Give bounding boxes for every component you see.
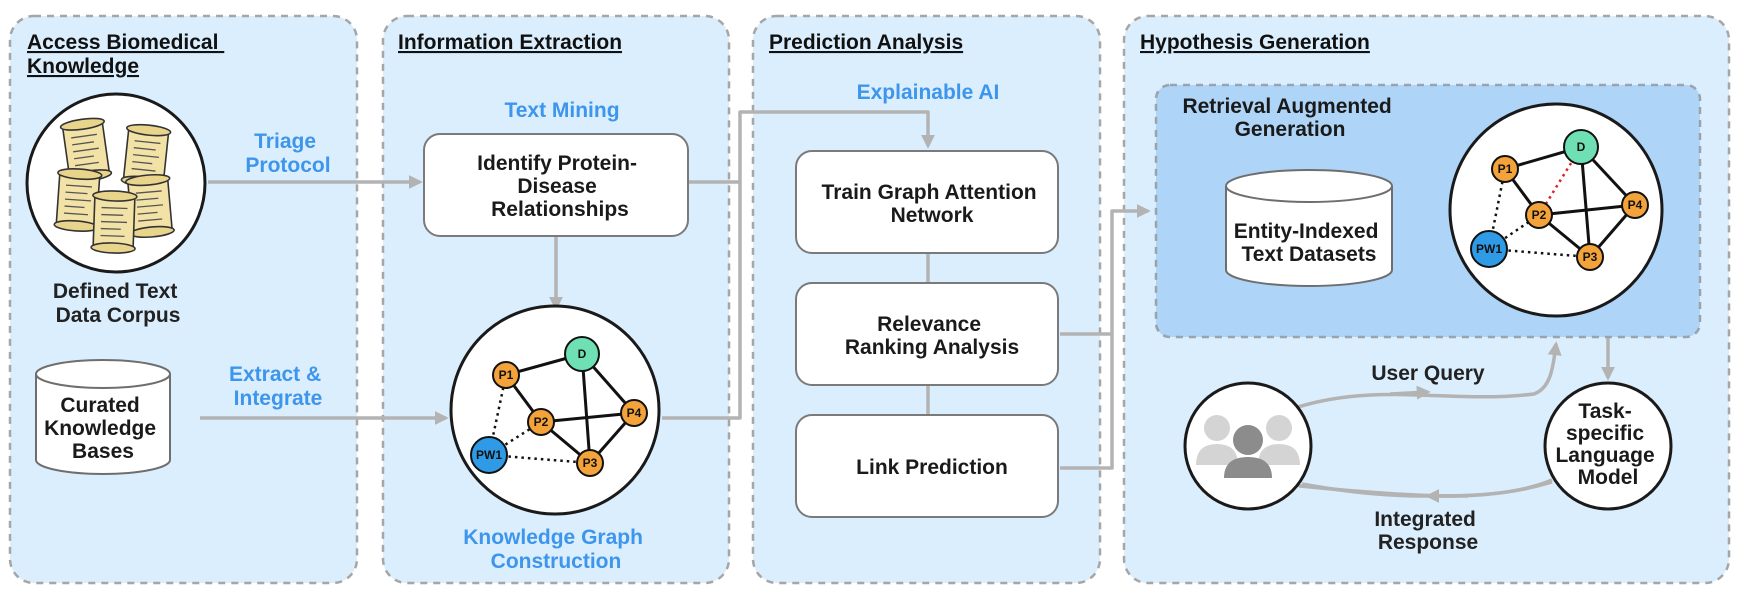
panel-title-prediction-line: Prediction Analysis <box>769 31 963 54</box>
train-gat-box <box>795 150 1059 254</box>
integrated-response-line: Integrated <box>1374 508 1476 531</box>
corpus-caption: Defined Text Data Corpus <box>53 280 183 327</box>
language-model-line: Task- <box>1578 400 1631 423</box>
rag-title: Retrieval Augmented Generation <box>1182 95 1397 141</box>
corpus-caption-line: Data Corpus <box>56 304 181 327</box>
graph-node-p3 <box>1576 243 1604 271</box>
kg-construction-caption: Knowledge Graph Construction <box>463 526 649 573</box>
kb-caption-line: Knowledge <box>44 417 156 440</box>
graph-node-p1 <box>492 361 520 389</box>
rag-title-line: Retrieval Augmented <box>1182 95 1391 118</box>
connector-graph-to-prediction <box>662 182 742 420</box>
link-line: Link Prediction <box>856 456 1008 479</box>
train-gat-line: Network <box>891 204 974 227</box>
arrow-prediction-to-rag <box>1060 204 1151 336</box>
kg-caption-line: Knowledge Graph <box>463 526 643 549</box>
triage-label: Triage Protocol <box>245 130 330 177</box>
knowledge-graph-left: D P1 P2 P3 P4 PW1 <box>470 336 648 477</box>
graph-node-pw1 <box>470 436 508 474</box>
graph-node-label: PW1 <box>476 448 502 462</box>
panel-title-hypothesis: Hypothesis Generation <box>1140 31 1370 54</box>
graph-node-p4 <box>1621 191 1649 219</box>
graph-node-label: P1 <box>1498 162 1513 176</box>
arrow-to-train-gat <box>688 110 935 184</box>
language-model-circle <box>1543 381 1673 511</box>
graph-node-d <box>1563 129 1599 165</box>
ranking-analysis-box <box>795 282 1059 386</box>
graph-edge <box>1538 203 1636 217</box>
train-gat-label: Train Graph Attention Network <box>822 181 1043 227</box>
corpus-caption-line: Defined Text <box>53 280 177 303</box>
link-prediction-box <box>795 414 1059 518</box>
extract-label-line: Extract & <box>229 363 321 386</box>
explainable-ai-label: Explainable AI <box>857 81 1000 104</box>
graph-node-pw1 <box>1470 230 1508 268</box>
integrated-response-line: Response <box>1378 531 1478 554</box>
graph-node-label: P4 <box>1628 198 1643 212</box>
graph-node-label: P2 <box>1532 208 1547 222</box>
graph-node-p1 <box>1491 155 1519 183</box>
graph-node-p2 <box>1525 201 1553 229</box>
language-model-line: specific <box>1566 422 1645 445</box>
kb-caption-line: Curated <box>60 394 139 417</box>
panel-title-access-line: Access Biomedical <box>27 31 218 54</box>
rag-title-line: Generation <box>1235 118 1346 141</box>
triage-label-line: Triage <box>254 130 316 153</box>
graph-node-label: D <box>578 347 587 361</box>
train-gat-line: Train Graph Attention <box>822 181 1037 204</box>
arrow-user-query <box>1297 341 1562 409</box>
panel-title-extraction: Information Extraction <box>398 31 622 54</box>
users-icon <box>1196 415 1300 478</box>
identify-line: Disease <box>517 175 596 198</box>
extract-label: Extract & Integrate <box>229 363 327 410</box>
datasets-line: Text Datasets <box>1241 243 1376 266</box>
integrated-response-label: Integrated Response <box>1374 508 1481 554</box>
ranking-line: Ranking Analysis <box>845 336 1019 359</box>
arrowhead-query <box>1389 385 1431 400</box>
panel-title-access-line: Knowledge <box>27 55 139 78</box>
identify-line: Identify Protein- <box>477 152 637 175</box>
triage-label-line: Protocol <box>245 154 330 177</box>
graph-node-label: P3 <box>583 456 598 470</box>
connector-link-to-rag <box>1060 334 1114 470</box>
graph-node-p2 <box>527 408 555 436</box>
graph-edge <box>540 411 635 424</box>
graph-node-label: D <box>1577 140 1586 154</box>
identify-relationships-box <box>423 133 689 237</box>
panel-title-extraction-line: Information Extraction <box>398 31 622 54</box>
extract-label-line: Integrate <box>234 387 323 410</box>
graph-node-d <box>564 336 600 372</box>
panel-title-hypothesis-line: Hypothesis Generation <box>1140 31 1370 54</box>
language-model-label: Task- specific Language Model <box>1555 400 1660 489</box>
graph-node-p3 <box>576 449 604 477</box>
ranking-analysis-label: Relevance Ranking Analysis <box>845 313 1019 359</box>
datasets-line: Entity-Indexed <box>1234 220 1379 243</box>
link-prediction-label: Link Prediction <box>856 456 1008 479</box>
graph-node-label: P4 <box>627 406 642 420</box>
knowledge-graph-right: D P1 P2 P3 P4 PW1 <box>1470 129 1649 271</box>
ranking-line: Relevance <box>877 313 981 336</box>
kg-caption-line: Construction <box>491 550 622 573</box>
graph-node-label: P2 <box>534 415 549 429</box>
panel-title-prediction: Prediction Analysis <box>769 31 963 54</box>
language-model-line: Model <box>1578 466 1639 489</box>
kb-caption-line: Bases <box>72 440 134 463</box>
entity-datasets-cylinder <box>1225 169 1393 287</box>
graph-edge <box>580 353 592 464</box>
panel-title-access: Access Biomedical Knowledge <box>27 31 224 78</box>
graph-node-label: P3 <box>1583 250 1598 264</box>
datasets-label: Entity-Indexed Text Datasets <box>1234 220 1385 266</box>
graph-node-label: PW1 <box>1476 242 1502 256</box>
identify-relationships-label: Identify Protein- Disease Relationships <box>477 152 643 221</box>
kb-caption: Curated Knowledge Bases <box>44 394 162 463</box>
identify-line: Relationships <box>491 198 629 221</box>
graph-node-label: P1 <box>499 368 514 382</box>
curated-kb-cylinder <box>35 359 171 475</box>
text-mining-label: Text Mining <box>504 99 619 122</box>
language-model-line: Language <box>1555 444 1654 467</box>
user-query-label: User Query <box>1371 362 1485 385</box>
graph-node-p4 <box>620 399 648 427</box>
arrow-response-to-users <box>1301 480 1553 498</box>
graph-edge <box>1579 146 1592 258</box>
